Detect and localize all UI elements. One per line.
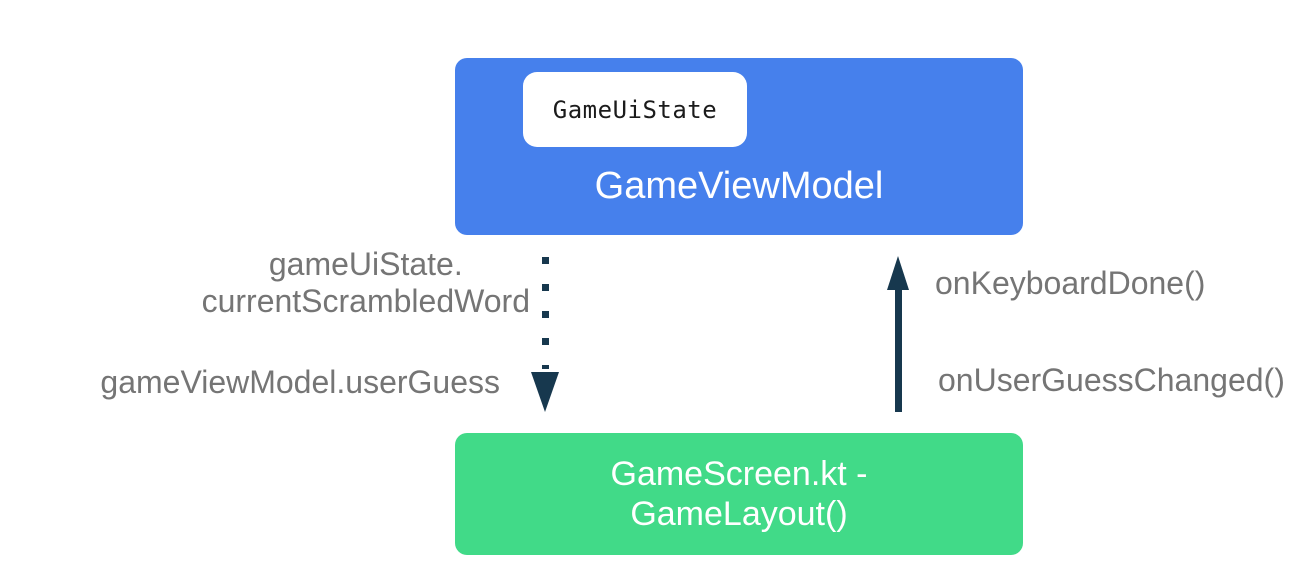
viewmodel-title: GameViewModel <box>594 165 884 207</box>
state-flow-label: gameUiState. currentScrambledWord <box>202 246 530 320</box>
state-flow-dotted-line <box>542 257 549 369</box>
game-ui-state-chip: GameUiState <box>523 72 747 147</box>
game-screen-label-line2: GameLayout() <box>630 495 848 533</box>
state-flow-label-line1: gameUiState. <box>268 246 463 282</box>
event-solid-line <box>895 284 902 412</box>
on-user-guess-changed-label: onUserGuessChanged() <box>938 362 1285 398</box>
user-guess-label: gameViewModel.userGuess <box>100 364 500 400</box>
arrow-up-icon <box>887 256 909 290</box>
on-keyboard-done-label: onKeyboardDone() <box>935 265 1206 301</box>
viewmodel-box: GameUiState GameViewModel <box>455 58 1023 235</box>
state-flow-label-line2: currentScrambledWord <box>201 283 530 319</box>
game-ui-state-label: GameUiState <box>552 95 718 124</box>
arrow-down-icon <box>531 372 559 412</box>
game-screen-box: GameScreen.kt - GameLayout() <box>455 433 1023 555</box>
game-screen-label-line1: GameScreen.kt - <box>610 455 868 493</box>
